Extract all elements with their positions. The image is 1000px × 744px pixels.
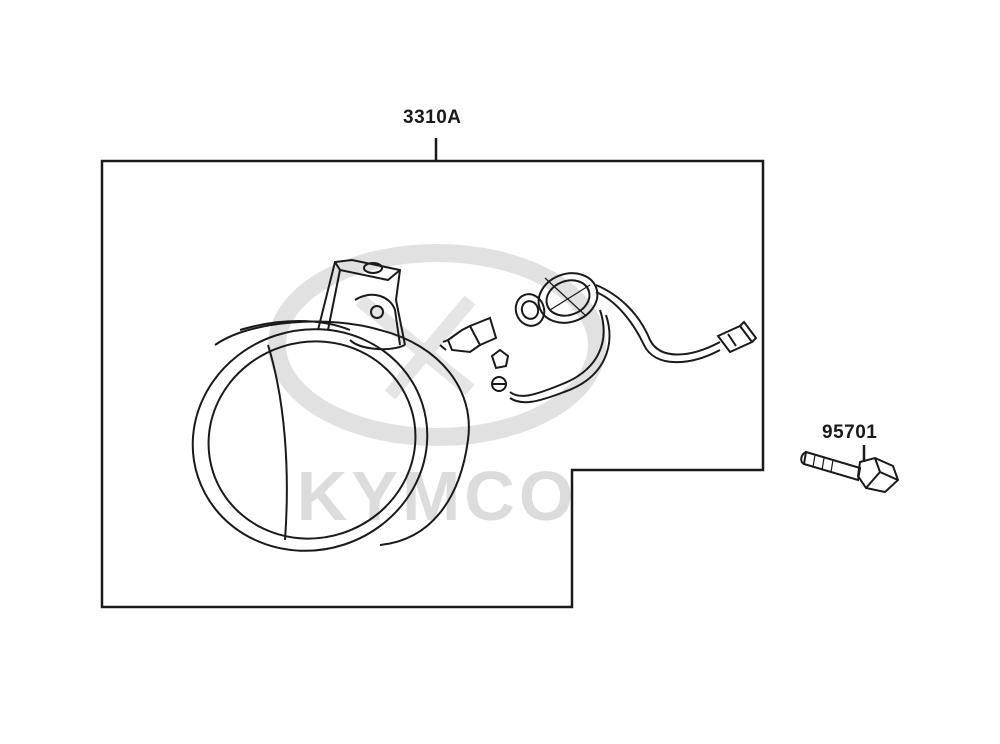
wiring-harness [509, 284, 721, 404]
bolt-part-number: 95701 [822, 422, 878, 443]
bolt-95701 [800, 450, 900, 494]
assembly-part-number: 3310A [403, 107, 462, 128]
assembly-frame [100, 159, 765, 609]
headlight-bulb [439, 316, 498, 354]
wire-connector [716, 320, 758, 354]
watermark-text: KYMCO [297, 457, 578, 535]
headlight-housing [191, 258, 470, 552]
position-bulb [490, 348, 510, 392]
kymco-watermark: KYMCO [268, 244, 606, 535]
bulb-socket [514, 272, 599, 327]
